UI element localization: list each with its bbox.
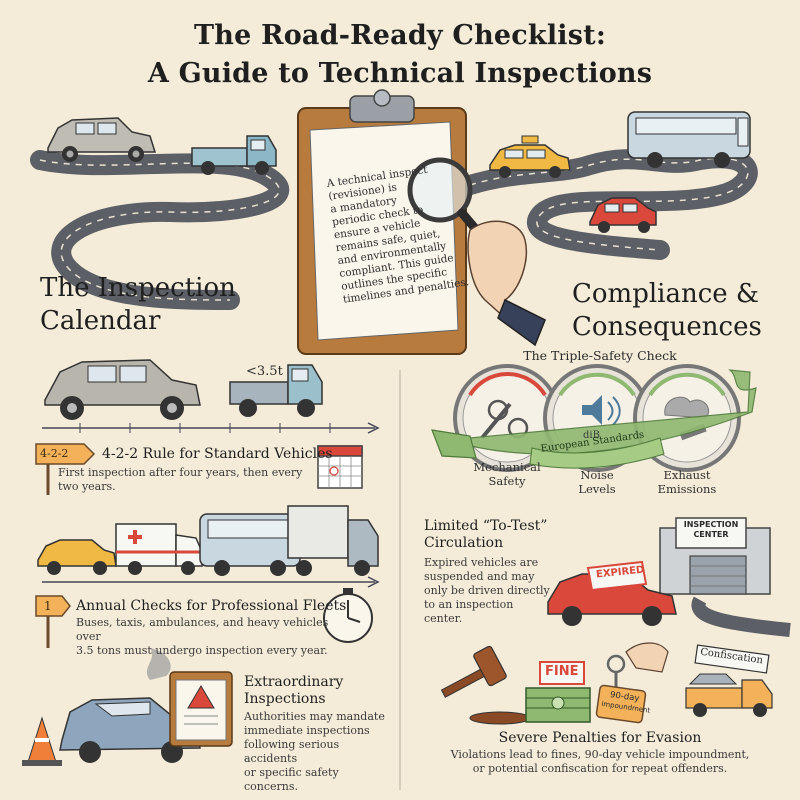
gauge-label-noise: Noise Levels (578, 468, 616, 496)
rule-title: 4-2-2 Rule for Standard Vehicles (102, 446, 333, 462)
gauge-label-exhaust: Exhaust Emissions (657, 468, 717, 496)
magnifying-glass-icon (407, 157, 546, 347)
small-truck-icon (191, 135, 277, 175)
triple-check-title: The Triple-Safety Check (523, 348, 677, 363)
annual-badge-text: 1 (44, 599, 52, 613)
tow-truck-icon (685, 644, 773, 717)
red-car-icon (589, 197, 657, 233)
extraordinary-text: Authorities may mandate immediate inspec… (244, 710, 385, 793)
expired-car-icon (547, 560, 677, 626)
annual-text: Buses, taxis, ambulances, and heavy vehi… (76, 616, 329, 657)
vintage-car-icon (47, 117, 157, 162)
fine-sign-text: FINE (545, 664, 579, 679)
winding-road-right (460, 148, 758, 260)
european-standards-banner (447, 369, 757, 455)
gauge-label-mechanical: Mechanical Safety (473, 460, 541, 488)
traffic-cone-icon (22, 716, 62, 766)
money-stack-icon (525, 661, 591, 723)
compliance-heading: Compliance & Consequences (572, 279, 762, 342)
taxi-icon (489, 135, 571, 178)
annual-title: Annual Checks for Professional Fleets (76, 598, 347, 614)
bus-icon (627, 111, 751, 168)
inspection-center-icon (659, 517, 771, 595)
noise-unit: diB (583, 430, 600, 441)
page-title-line2: A Guide to Technical Inspections (147, 58, 653, 89)
vintage-car-large-icon (44, 359, 201, 420)
accident-car-icon (59, 648, 201, 763)
calendar-heading: The Inspection Calendar (40, 273, 236, 336)
penalties-title: Severe Penalties for Evasion (498, 730, 702, 746)
light-truck-icon (229, 364, 323, 417)
intro-text: A technical inspect (revisione) is a man… (326, 163, 470, 306)
weight-label: <3.5t (246, 364, 283, 379)
warning-clipboard-icon (169, 671, 233, 747)
rule-badge-sign (35, 443, 96, 495)
key-hand-icon (595, 642, 669, 724)
page-title-line1: The Road-Ready Checklist: (193, 20, 606, 51)
penalties-text: Violations lead to fines, 90-day vehicle… (450, 748, 750, 775)
limited-text: Expired vehicles are suspended and may o… (424, 556, 550, 625)
extraordinary-title: Extraordinary Inspections (244, 674, 344, 707)
rule-text: First inspection after four years, then … (58, 466, 303, 493)
limited-title: Limited “To-Test” Circulation (424, 518, 548, 551)
calendar-icon (317, 445, 363, 489)
gavel-icon (440, 645, 531, 725)
rule-badge-text: 4-2-2 (40, 447, 69, 460)
annual-badge-sign (35, 595, 71, 648)
stopwatch-icon (323, 588, 373, 643)
inspection-center-sign: INSPECTION CENTER (683, 520, 739, 539)
fleet-vehicles-icon (37, 505, 379, 576)
